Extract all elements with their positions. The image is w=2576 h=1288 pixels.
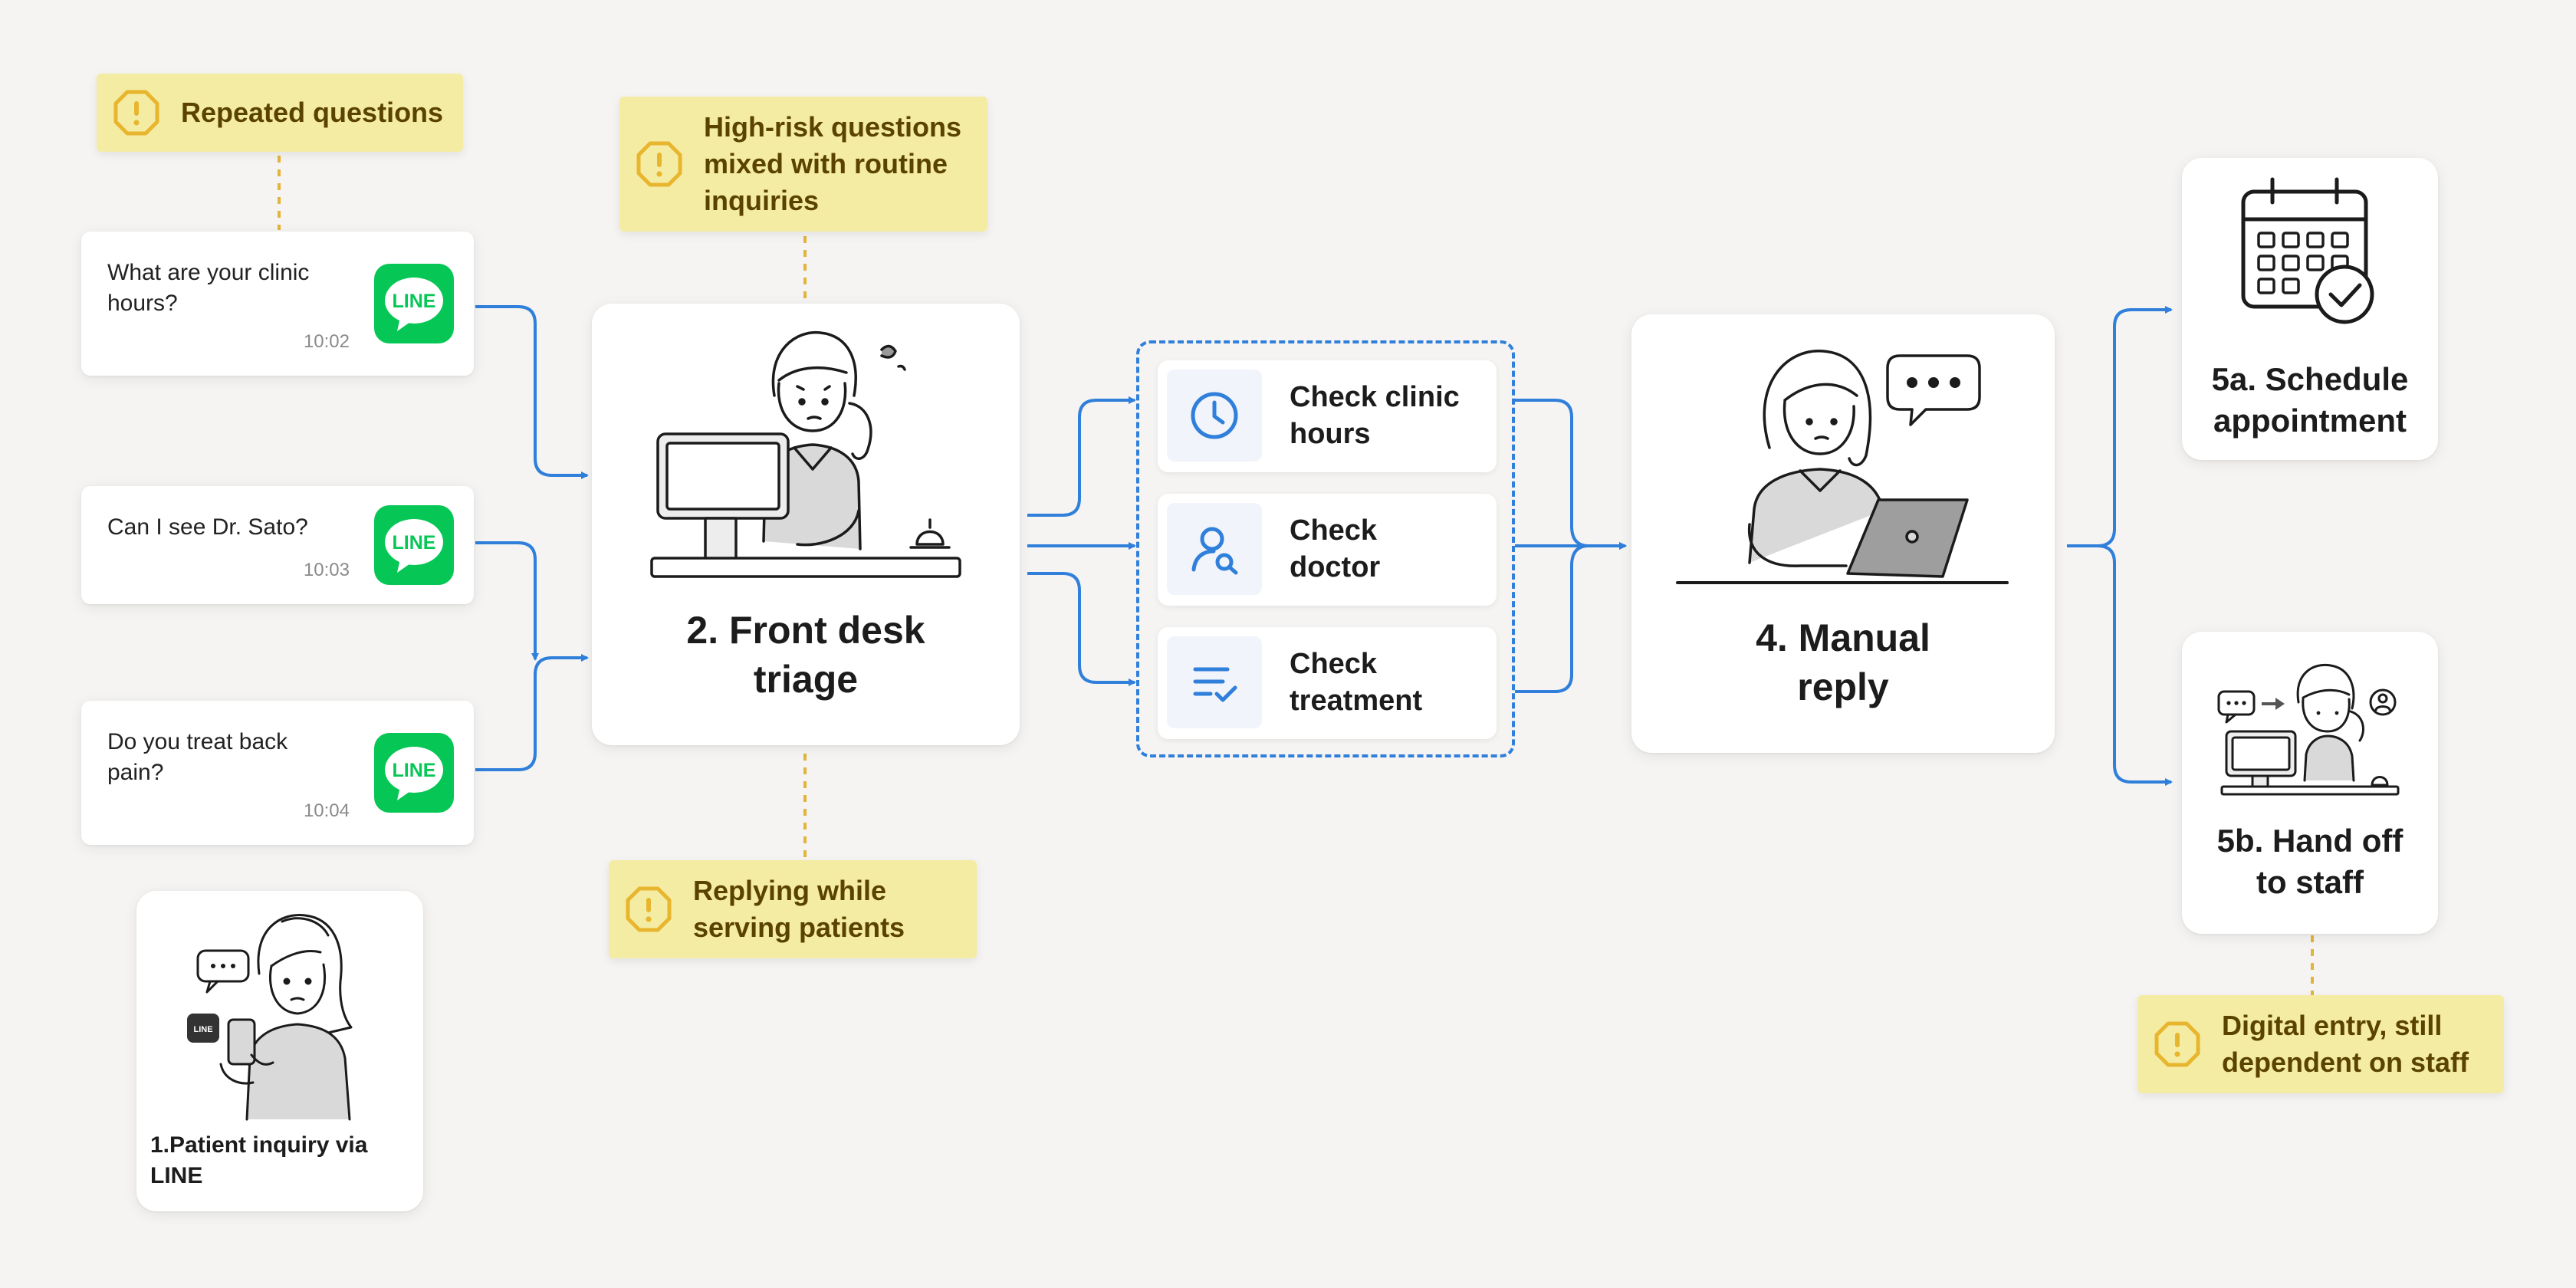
line-app-icon: LINE xyxy=(374,733,454,813)
manual-reply-title: 4. Manual reply xyxy=(1756,616,1930,708)
line-app-icon: LINE xyxy=(374,505,454,585)
check-label: Check clinic hours xyxy=(1290,381,1460,450)
manual-reply-staff-illustration xyxy=(1676,350,2009,584)
svg-text:LINE: LINE xyxy=(393,760,436,781)
svg-text:LINE: LINE xyxy=(193,1025,212,1034)
check-label: Check treatment xyxy=(1290,648,1423,717)
doctor-search-icon xyxy=(1191,527,1238,575)
patient-inquiry-label: 1.Patient inquiry via LINE xyxy=(150,1132,368,1188)
inquiry-card-doctor: Can I see Dr. Sato? LINE 10:03 xyxy=(81,486,474,604)
inquiry-question: Can I see Dr. Sato? xyxy=(107,514,308,540)
warning-text: High-risk questions mixed with routine i… xyxy=(704,111,962,216)
manual-reply-card: 4. Manual reply xyxy=(1631,314,2055,753)
inquiry-question: Do you treat back pain? xyxy=(107,729,288,785)
front-desk-title: 2. Front desk triage xyxy=(686,609,925,701)
warning-icon xyxy=(2154,1021,2200,1067)
hand-off-title: 5b. Hand off to staff xyxy=(2216,823,2404,900)
warning-icon xyxy=(113,90,159,136)
triage-checks-group: Check clinic hours Check doctor Check tr… xyxy=(1136,340,1515,757)
svg-text:LINE: LINE xyxy=(393,532,436,554)
check-doctor: Check doctor xyxy=(1158,494,1497,606)
patient-inquiry-card: LINE 1.Patient inquiry via LINE xyxy=(136,891,423,1211)
clock-icon xyxy=(1191,392,1238,439)
front-desk-staff-illustration xyxy=(650,330,961,578)
warning-note-repeated: Repeated questions xyxy=(97,74,463,152)
check-clinic-hours: Check clinic hours xyxy=(1158,360,1497,472)
schedule-appointment-card: 5a. Schedule appointment xyxy=(2182,158,2438,460)
warning-text: Replying while serving patients xyxy=(693,875,905,943)
warning-note-replying: Replying while serving patients xyxy=(609,860,977,958)
staff-handoff-illustration xyxy=(2217,663,2400,796)
check-treatment: Check treatment xyxy=(1158,627,1497,739)
hand-off-staff-card: 5b. Hand off to staff xyxy=(2182,632,2438,934)
warning-icon xyxy=(626,886,672,932)
inquiry-card-clinic-hours: What are your clinic hours? LINE 10:02 xyxy=(81,232,474,376)
warning-text: Repeated questions xyxy=(181,97,444,128)
schedule-title: 5a. Schedule appointment xyxy=(2211,361,2409,439)
checklist-icon xyxy=(1193,667,1237,702)
warning-text: Digital entry, still dependent on staff xyxy=(2222,1010,2469,1078)
warning-note-digital: Digital entry, still dependent on staff xyxy=(2137,995,2504,1093)
line-app-icon: LINE xyxy=(374,264,454,343)
warning-note-high-risk: High-risk questions mixed with routine i… xyxy=(619,97,987,232)
inquiry-card-back-pain: Do you treat back pain? LINE 10:04 xyxy=(81,701,474,845)
patient-phone-illustration: LINE xyxy=(187,914,353,1121)
inquiry-time: 10:04 xyxy=(303,800,350,821)
warning-icon xyxy=(636,141,682,187)
check-label: Check doctor xyxy=(1290,514,1381,583)
front-desk-triage-card: 2. Front desk triage xyxy=(592,304,1020,745)
inquiry-time: 10:02 xyxy=(303,331,350,352)
inquiry-time: 10:03 xyxy=(303,560,350,580)
inquiry-question: What are your clinic hours? xyxy=(107,260,310,316)
calendar-check-icon xyxy=(2241,177,2374,324)
svg-text:LINE: LINE xyxy=(393,291,436,312)
